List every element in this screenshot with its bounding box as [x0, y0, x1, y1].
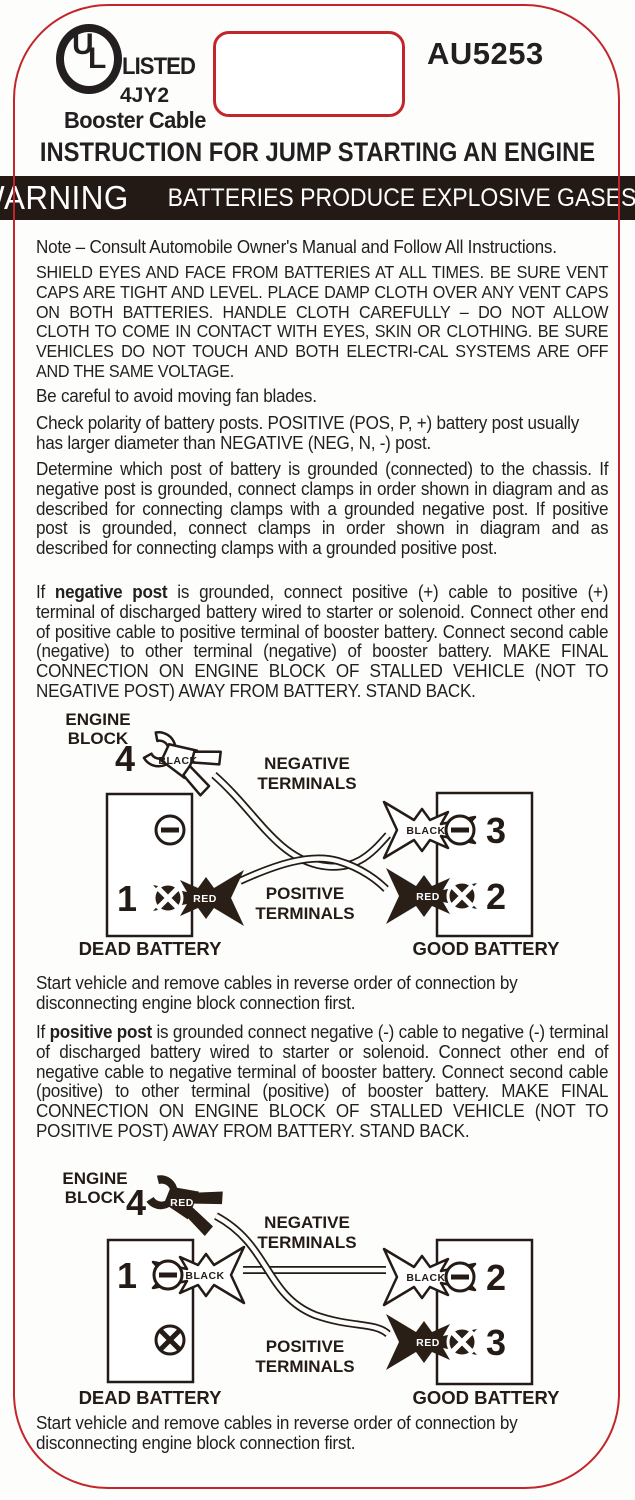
positive-terminals-label-line1: POSITIVE [266, 1337, 344, 1356]
clamp-2-good-positive: RED [386, 868, 478, 924]
clamp-3-label: BLACK [406, 825, 445, 837]
negative-terminals-label-line2: TERMINALS [257, 1233, 356, 1252]
note-paragraph: Note – Consult Automobile Owner's Manual… [36, 236, 557, 257]
positive-terminals-label-line2: TERMINALS [255, 1357, 354, 1376]
fan-blades-paragraph: Be careful to avoid moving fan blades. [36, 385, 317, 406]
step-3: 3 [486, 810, 506, 851]
step-4: 4 [126, 1182, 146, 1223]
good-battery-caption: GOOD BATTERY [413, 938, 561, 959]
good-battery-box [435, 791, 534, 938]
negative-terminals-label-line2: TERMINALS [257, 774, 356, 793]
negative-post-rest: is grounded, connect positive (+) cable … [36, 581, 609, 701]
step-2: 2 [486, 1257, 506, 1298]
model-number: AU5253 [427, 36, 544, 71]
polarity-paragraph: Check polarity of battery posts. POSITIV… [36, 412, 580, 453]
engine-block-label-line2: BLOCK [65, 1188, 126, 1207]
clamp-3-good-negative: BLACK [382, 800, 477, 860]
step-1: 1 [117, 878, 137, 919]
negative-post-prefix: If [36, 581, 55, 602]
clamp-1-label: BLACK [185, 1270, 224, 1282]
negative-post-bold: negative post [54, 581, 168, 602]
positive-post-prefix: If [36, 1021, 50, 1042]
dead-battery-caption: DEAD BATTERY [79, 1387, 223, 1408]
plus-terminal-icon [154, 1324, 186, 1356]
step-4: 4 [115, 738, 135, 779]
step-2: 2 [486, 876, 506, 917]
ul-logo-l: L [88, 42, 107, 75]
step-3: 3 [486, 1322, 506, 1363]
diagram-negative-grounded: BLACK 4 RED 1 BLACK 3 RED 2 [65, 710, 561, 959]
clamp-4-label: RED [170, 1197, 194, 1209]
shield-eyes-paragraph: SHIELD EYES AND FACE FROM BATTERIES AT A… [36, 262, 609, 381]
clamp-4-engine-block: BLACK [138, 722, 226, 799]
positive-post-bold: positive post [49, 1021, 153, 1042]
good-battery-caption: GOOD BATTERY [413, 1387, 561, 1408]
clamp-2-good-negative: BLACK [382, 1247, 477, 1307]
negative-terminals-label-line1: NEGATIVE [264, 1213, 350, 1232]
warning-word: WARNING [0, 179, 130, 216]
clamp-4-label: BLACK [158, 755, 197, 767]
engine-block-label-line2: BLOCK [68, 729, 129, 748]
engine-block-label-line1: ENGINE [65, 710, 130, 729]
warning-text: BATTERIES PRODUCE EXPLOSIVE GASES. [167, 183, 635, 212]
negative-post-paragraph: If negative post is grounded, connect po… [36, 582, 608, 701]
good-battery-box [435, 1238, 534, 1386]
positive-post-paragraph: If positive post is grounded connect neg… [36, 1021, 609, 1141]
dead-battery-box [106, 1238, 195, 1384]
negative-cable [211, 771, 391, 871]
clamp-1-label: RED [193, 893, 217, 905]
start-vehicle-paragraph-1: Start vehicle and remove cables in rever… [36, 972, 518, 1013]
minus-terminal-icon [154, 814, 186, 846]
registered-mark: ® [66, 76, 73, 86]
clamp-4-engine-block: RED [142, 1166, 227, 1238]
ul-logo: U L ® [56, 24, 122, 94]
start-vehicle-paragraph-2: Start vehicle and remove cables in rever… [36, 1412, 518, 1453]
positive-terminals-label-line1: POSITIVE [266, 884, 344, 903]
product-name: Booster Cable [64, 107, 206, 133]
positive-cable [214, 1212, 391, 1338]
page-title: INSTRUCTION FOR JUMP STARTING AN ENGINE [39, 137, 596, 167]
determine-ground-paragraph: Determine which post of battery is groun… [36, 458, 609, 559]
engine-block-label-line1: ENGINE [62, 1169, 127, 1188]
positive-terminals-label-line2: TERMINALS [255, 904, 354, 923]
clamp-3-good-positive: RED [386, 1314, 478, 1370]
ul-logo-u: U [72, 28, 94, 61]
warning-banner: WARNING BATTERIES PRODUCE EXPLOSIVE GASE… [0, 176, 635, 220]
clamp-1-dead-positive: RED [152, 870, 244, 926]
clamp-1-dead-negative: BLACK [151, 1245, 246, 1305]
dead-battery-caption: DEAD BATTERY [79, 938, 223, 959]
clamp-3-label: RED [416, 1337, 440, 1349]
step-1: 1 [117, 1255, 137, 1296]
clamp-2-label: BLACK [406, 1272, 445, 1284]
clamp-2-label: RED [416, 891, 440, 903]
positive-post-rest: is grounded connect negative (-) cable t… [36, 1021, 609, 1141]
ul-file-number: 4JY2 [120, 84, 170, 107]
ul-listed-text: LISTED [122, 53, 196, 80]
negative-terminals-label-line1: NEGATIVE [264, 754, 350, 773]
diagram-positive-grounded: RED 4 BLACK 1 BLACK 2 RED 3 ENGIN [62, 1166, 561, 1408]
positive-cable [238, 854, 389, 892]
blank-marking-box [213, 31, 405, 117]
